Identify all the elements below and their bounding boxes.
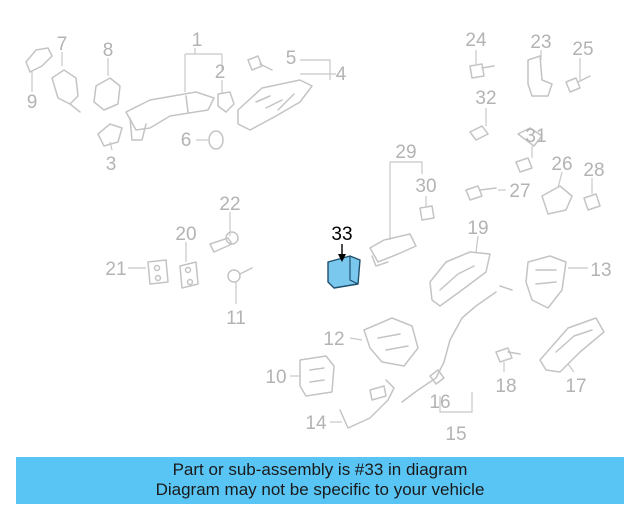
callout-numbers: 1 2 3 4 5 6 7 8 9 10 11 12 13 14 15 16 1… xyxy=(27,30,612,445)
part-info-banner: Part or sub-assembly is #33 in diagram D… xyxy=(16,457,624,504)
callout-31: 31 xyxy=(525,126,546,147)
callout-24: 24 xyxy=(465,30,487,51)
banner-line-1: Part or sub-assembly is #33 in diagram xyxy=(172,460,468,479)
callout-5: 5 xyxy=(286,48,297,69)
callout-13: 13 xyxy=(590,260,611,281)
banner-line-2: Diagram may not be specific to your vehi… xyxy=(155,480,485,499)
callout-16: 16 xyxy=(429,392,450,413)
callout-8: 8 xyxy=(103,40,114,61)
callout-22: 22 xyxy=(219,194,240,215)
callout-18: 18 xyxy=(495,376,516,397)
callout-19: 19 xyxy=(467,218,488,239)
leader-lines xyxy=(31,48,593,423)
callout-30: 30 xyxy=(415,176,436,197)
callout-15: 15 xyxy=(445,424,466,445)
callout-20: 20 xyxy=(175,224,196,245)
callout-10: 10 xyxy=(265,367,286,388)
callout-6: 6 xyxy=(181,130,192,151)
callout-26: 26 xyxy=(551,154,572,175)
callout-29: 29 xyxy=(395,142,416,163)
callout-32: 32 xyxy=(475,88,496,109)
callout-27: 27 xyxy=(509,181,530,202)
callout-9: 9 xyxy=(27,92,38,113)
callout-3: 3 xyxy=(106,154,117,175)
callout-12: 12 xyxy=(323,329,344,350)
callout-21: 21 xyxy=(105,259,126,280)
callout-33: 33 xyxy=(331,224,352,245)
part-33-highlight xyxy=(327,244,361,289)
callout-14: 14 xyxy=(305,413,327,434)
callout-11: 11 xyxy=(226,308,246,329)
callout-25: 25 xyxy=(572,39,593,60)
parts-diagram: 1 2 3 4 5 6 7 8 9 10 11 12 13 14 15 16 1… xyxy=(25,30,612,445)
callout-17: 17 xyxy=(565,376,586,397)
callout-28: 28 xyxy=(583,160,604,181)
callout-2: 2 xyxy=(215,62,226,83)
part-drawings xyxy=(25,47,605,429)
callout-1: 1 xyxy=(192,30,203,51)
callout-4: 4 xyxy=(336,64,347,85)
callout-7: 7 xyxy=(57,34,68,55)
callout-23: 23 xyxy=(530,32,551,53)
